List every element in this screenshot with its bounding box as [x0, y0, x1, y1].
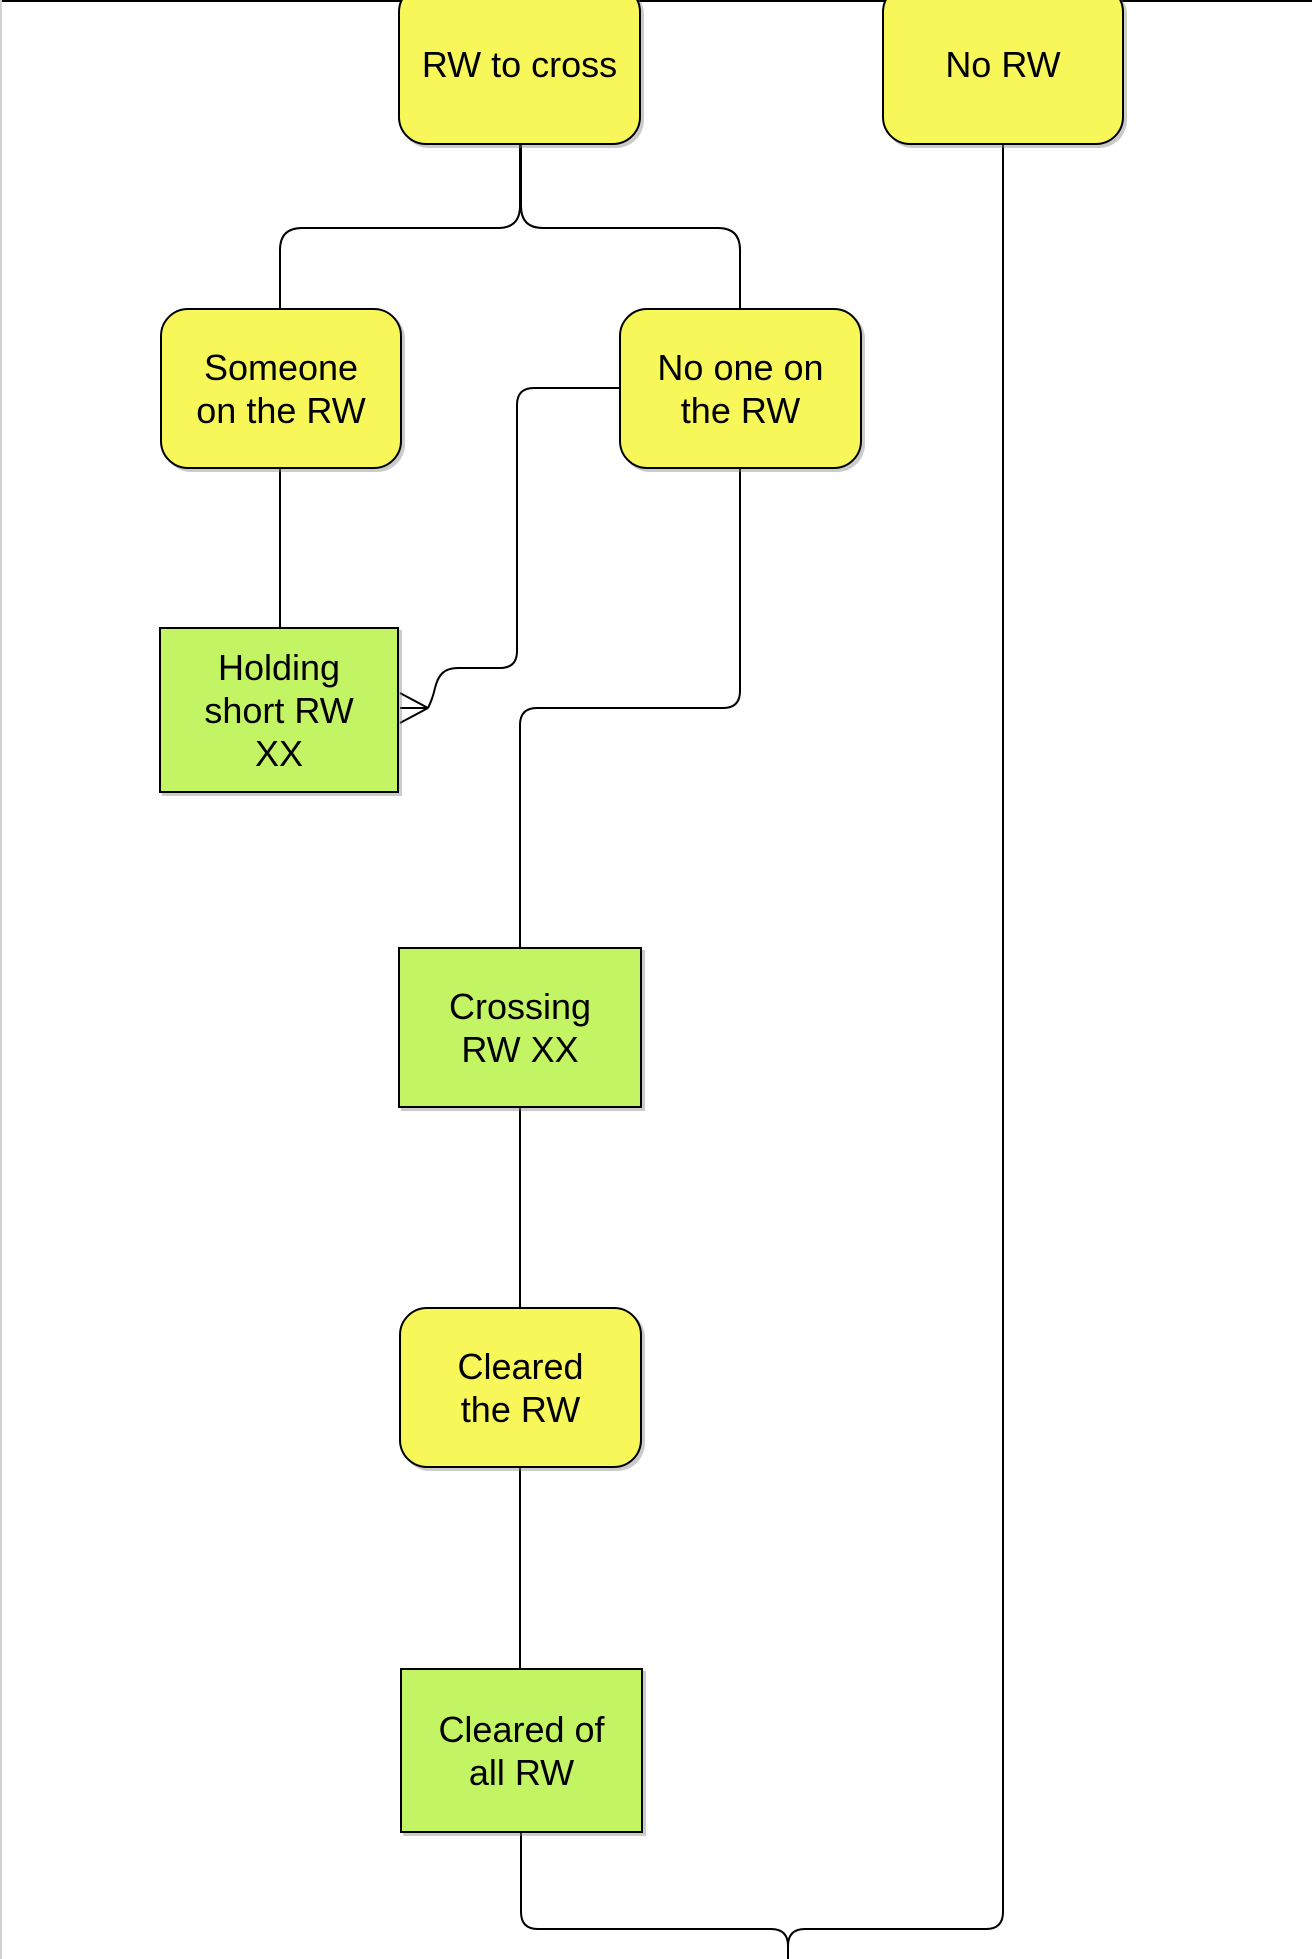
- node-label: Crossing RW XX: [448, 985, 592, 1070]
- node-crossing-rw[interactable]: Crossing RW XX: [398, 947, 642, 1108]
- node-label: RW to cross: [421, 44, 618, 85]
- connector-group: [279, 145, 1004, 1959]
- node-label: No RW: [945, 44, 1061, 85]
- edge-no-one-to-crossing: [519, 469, 741, 947]
- node-cleared-of-all-rw[interactable]: Cleared of all RW: [400, 1668, 643, 1833]
- open-arrowhead-icon: [399, 692, 429, 724]
- edge-cleared-all-to-merge: [520, 1833, 789, 1959]
- node-label: Someone on the RW: [196, 346, 366, 431]
- canvas-left-border: [0, 0, 2, 1959]
- node-label: No one on the RW: [657, 346, 824, 431]
- edge-split-right: [520, 145, 741, 308]
- node-label: Holding short RW XX: [204, 646, 354, 774]
- node-no-one-on-rw[interactable]: No one on the RW: [619, 308, 862, 469]
- node-label: Cleared the RW: [457, 1345, 584, 1430]
- node-label: Cleared of all RW: [438, 1708, 605, 1793]
- node-rw-to-cross[interactable]: RW to cross: [398, 0, 641, 145]
- edge-no-one-to-holding: [427, 387, 619, 709]
- node-cleared-the-rw[interactable]: Cleared the RW: [399, 1307, 642, 1468]
- node-holding-short-rw[interactable]: Holding short RW XX: [159, 627, 399, 793]
- node-no-rw[interactable]: No RW: [882, 0, 1124, 145]
- node-someone-on-rw[interactable]: Someone on the RW: [160, 308, 402, 469]
- canvas-top-border: [0, 0, 1312, 2]
- edge-split-left: [279, 145, 521, 308]
- edge-no-rw-to-merge: [787, 145, 1004, 1959]
